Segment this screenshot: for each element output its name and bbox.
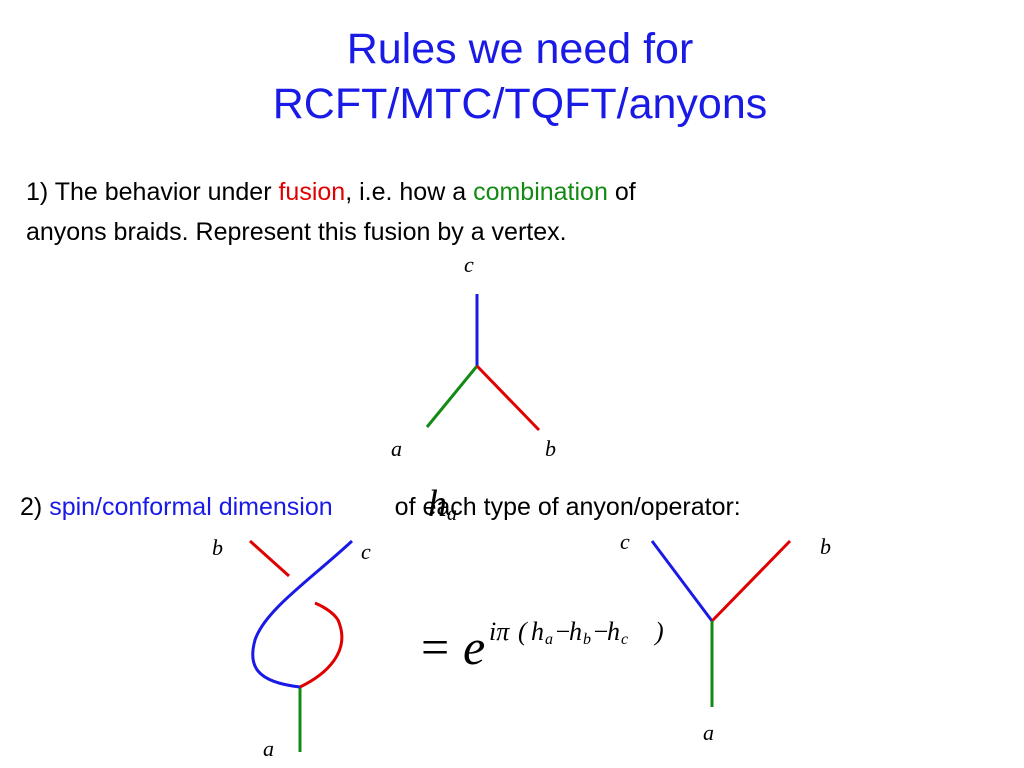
rule-2-text: 2) spin/conformal dimension of each type … bbox=[20, 490, 741, 524]
rule-1-text: 1) The behavior under fusion, i.e. how a… bbox=[26, 172, 636, 252]
title-line-2: RCFT/MTC/TQFT/anyons bbox=[272, 80, 768, 128]
vertex2-label-a: a bbox=[703, 720, 714, 745]
fusion-vertex-diagram: c a b bbox=[391, 252, 556, 461]
vertex-label-a: a bbox=[391, 436, 402, 461]
rule-2-prefix: 2) bbox=[20, 493, 50, 521]
vertex-label-b: b bbox=[545, 436, 556, 461]
h-symbol: h bbox=[428, 483, 447, 525]
braid-line-b-lower bbox=[299, 601, 344, 689]
vertex-label-c: c bbox=[464, 252, 474, 277]
exp-h-c: h bbox=[607, 617, 620, 646]
exp-minus-1: − bbox=[554, 617, 572, 646]
exp-h-a: h bbox=[531, 617, 544, 646]
exp-h-b-sub: b bbox=[583, 631, 591, 648]
vertex2-label-b: b bbox=[820, 534, 831, 559]
vertex-line-a bbox=[425, 365, 479, 428]
braid-label-a: a bbox=[263, 736, 274, 761]
title-line-1: Rules we need for bbox=[346, 25, 694, 73]
braid-line-b-upper bbox=[248, 539, 291, 578]
equals-sign: = bbox=[421, 619, 449, 675]
slide-title: Rules we need for RCFT/MTC/TQFT/anyons bbox=[0, 22, 1024, 132]
rule-1-middle: , i.e. how a bbox=[345, 178, 474, 206]
exp-h-a-sub: a bbox=[545, 631, 553, 648]
vertex-line-b bbox=[475, 364, 541, 432]
combination-word: combination bbox=[473, 178, 608, 206]
exp-minus-2: − bbox=[592, 617, 610, 646]
rule-1-prefix: 1) The behavior under bbox=[26, 178, 279, 206]
vertex2-line-c bbox=[650, 540, 714, 622]
phase-equation: = e iπ ( h a − h b − h c ) bbox=[421, 617, 664, 675]
vertex2-label-c: c bbox=[620, 529, 630, 554]
braid-label-b: b bbox=[212, 535, 223, 560]
braid-diagram: b c a bbox=[212, 535, 371, 761]
braid-line-c bbox=[251, 539, 354, 689]
exp-open-paren: ( bbox=[518, 617, 528, 646]
rule-1-line-1: 1) The behavior under fusion, i.e. how a… bbox=[26, 172, 636, 212]
fusion-word: fusion bbox=[278, 178, 346, 206]
rule-1-line-2: anyons braids. Represent this fusion by … bbox=[26, 218, 567, 246]
exp-base-e: e bbox=[463, 619, 485, 675]
h-a-symbol: ha bbox=[428, 482, 457, 526]
exp-h-c-sub: c bbox=[621, 631, 628, 648]
h-sub-a: a bbox=[447, 503, 457, 525]
result-vertex-diagram: c b a bbox=[620, 529, 831, 745]
rule-1-suffix: of bbox=[607, 178, 636, 206]
vertex2-line-b bbox=[710, 539, 792, 623]
rule-2-suffix: of each type of anyon/operator: bbox=[394, 493, 741, 521]
exp-close-paren: ) bbox=[653, 617, 664, 646]
exp-h-b: h bbox=[569, 617, 582, 646]
exp-i-pi: iπ bbox=[489, 617, 510, 646]
spin-dimension-phrase: spin/conformal dimension bbox=[49, 493, 333, 521]
braid-label-c: c bbox=[361, 539, 371, 564]
